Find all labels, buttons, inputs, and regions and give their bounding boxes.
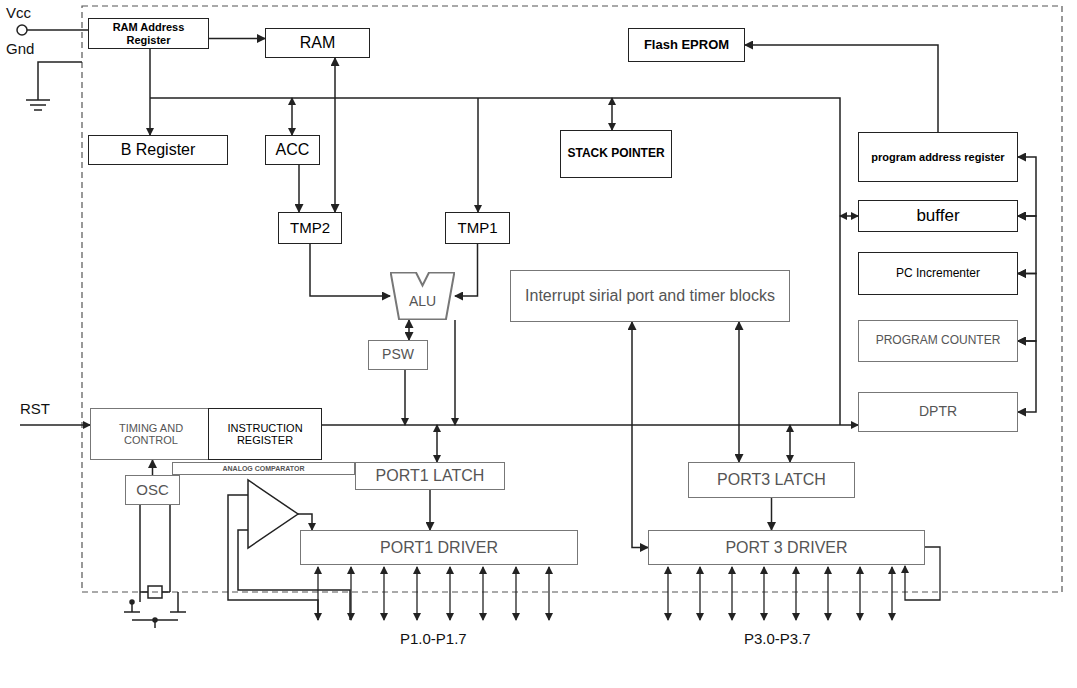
internal-bus — [150, 42, 858, 462]
signal-name: RST — [18, 400, 52, 417]
pin-line — [699, 567, 700, 620]
register-box: INSTRUCTION REGISTER — [208, 408, 322, 460]
node-text: TMP1 — [457, 220, 497, 237]
driver-box: PORT 3 DRIVER — [648, 530, 925, 565]
pin-range-label: P1.0-P1.7 — [398, 630, 469, 647]
pin-line — [383, 567, 384, 620]
pin-line — [859, 567, 860, 620]
node-text: ALU — [409, 294, 436, 309]
node-text: STACK POINTER — [567, 147, 664, 160]
pin-line — [763, 567, 764, 620]
connector — [771, 498, 773, 530]
incrementer-box: PC Incrementer — [858, 252, 1018, 295]
node-text: PC Incrementer — [896, 267, 980, 280]
node-text: OSC — [136, 482, 169, 499]
connector — [632, 322, 648, 548]
connector — [429, 490, 431, 530]
memory-box: RAM — [265, 28, 370, 58]
register-box: PSW — [368, 340, 428, 370]
connector — [209, 38, 265, 40]
pin-line — [667, 567, 668, 620]
register-box: PROGRAM COUNTER — [858, 320, 1018, 362]
node-text: PORT3 LATCH — [717, 471, 826, 489]
node-text: buffer — [916, 207, 959, 226]
pin-line — [482, 567, 483, 620]
node-text: RAM Address Register — [91, 21, 206, 45]
node-text: PORT1 LATCH — [376, 467, 485, 485]
register-box: B Register — [88, 135, 228, 165]
pin-line — [449, 567, 450, 620]
connector — [1018, 216, 1036, 274]
node-text: DPTR — [919, 404, 957, 419]
pin-line — [827, 567, 828, 620]
pin-line — [416, 567, 417, 620]
connector — [408, 320, 410, 340]
node-text: PROGRAM COUNTER — [876, 334, 1001, 347]
node-text: ACC — [276, 141, 310, 159]
register-box: DPTR — [858, 392, 1018, 432]
connector — [298, 165, 300, 212]
node-text: PORT1 DRIVER — [380, 539, 498, 557]
node-text: PORT 3 DRIVER — [725, 539, 847, 557]
node-text: TMP2 — [290, 220, 330, 237]
connector — [1018, 274, 1036, 342]
chip-boundary — [82, 6, 1062, 592]
port-pins — [318, 567, 892, 620]
connector — [1018, 341, 1036, 412]
pin-line — [795, 567, 796, 620]
alu-shape: ALU — [390, 272, 455, 320]
power-wiring — [17, 25, 90, 425]
connector — [745, 45, 938, 132]
pin-line — [350, 567, 351, 620]
pin-line — [548, 567, 549, 620]
connector — [310, 244, 390, 296]
comparator-label-box: ANALOG COMPARATOR — [172, 462, 355, 475]
node-text: B Register — [121, 141, 196, 159]
pin-line — [731, 567, 732, 620]
pin-line — [891, 567, 892, 620]
latch-box: PORT3 LATCH — [688, 462, 855, 498]
connector — [334, 58, 336, 212]
node-text: PSW — [382, 347, 414, 362]
connector — [738, 322, 740, 462]
signal-name: Gnd — [4, 40, 36, 57]
connector — [1018, 157, 1036, 216]
oscillator-box: OSC — [125, 475, 180, 505]
memory-box: Flash EPROM — [628, 28, 745, 62]
register-box: TMP2 — [278, 212, 342, 244]
register-box: STACK POINTER — [560, 130, 672, 178]
connector — [455, 244, 478, 296]
register-box: RAM Address Register — [88, 18, 209, 49]
pin-range-label: P3.0-P3.7 — [742, 630, 813, 647]
register-box: program address register — [858, 132, 1018, 182]
crystal-circuit — [124, 505, 186, 628]
node-text: ANALOG COMPARATOR — [222, 465, 304, 473]
register-box: ACC — [265, 135, 320, 165]
node-text: RAM — [300, 34, 336, 52]
pin-line — [515, 567, 516, 620]
connector — [152, 460, 154, 475]
control-box: TIMING AND CONTROL — [90, 408, 212, 460]
signal-name: Vcc — [4, 4, 33, 21]
node-text: Flash EPROM — [644, 38, 729, 52]
node-text: program address register — [871, 151, 1004, 163]
pin-line — [317, 567, 318, 620]
peripheral-box: Interrupt sirial port and timer blocks — [510, 270, 790, 322]
node-text: INSTRUCTION REGISTER — [211, 422, 319, 446]
node-text: TIMING AND CONTROL — [93, 422, 209, 446]
node-text: Interrupt sirial port and timer blocks — [525, 287, 775, 305]
buffer-box: buffer — [858, 200, 1018, 232]
register-box: TMP1 — [445, 212, 510, 244]
latch-box: PORT1 LATCH — [355, 462, 505, 490]
driver-box: PORT1 DRIVER — [300, 530, 578, 565]
